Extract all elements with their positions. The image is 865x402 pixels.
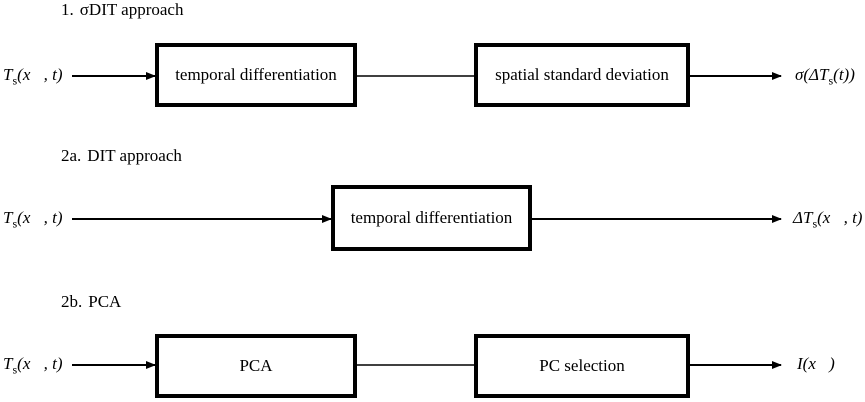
section-2a-input-label: Ts(x⃗, t)	[3, 208, 63, 231]
section-2b-number: 2b.	[61, 292, 83, 311]
section-1-number: 1.	[61, 0, 74, 19]
pc-selection-box: PC selection	[474, 334, 690, 398]
temporal-differentiation-box-2a: temporal differentiation	[331, 185, 532, 251]
section-2a-title: 2a. DIT approach	[61, 146, 182, 166]
section-2b-title-text: PCA	[88, 292, 122, 311]
section-1-output-label: σ(ΔTs(t))	[795, 65, 855, 88]
spatial-standard-deviation-box: spatial standard deviation	[474, 43, 690, 107]
pca-box: PCA	[155, 334, 357, 398]
section-1-title-text: σDIT approach	[79, 0, 184, 19]
section-1-input-label: Ts(x⃗, t)	[3, 65, 63, 88]
section-2a-number: 2a.	[61, 146, 82, 165]
section-2b-input-label: Ts(x⃗, t)	[3, 354, 63, 377]
section-2b-output-label: I(x⃗)	[797, 354, 835, 373]
section-1-title: 1. σDIT approach	[61, 0, 183, 20]
temporal-differentiation-box-1: temporal differentiation	[155, 43, 357, 107]
section-2b-title: 2b. PCA	[61, 292, 121, 312]
section-2a-title-text: DIT approach	[87, 146, 182, 165]
section-2a-output-label: ΔTs(x⃗, t)	[793, 208, 863, 231]
